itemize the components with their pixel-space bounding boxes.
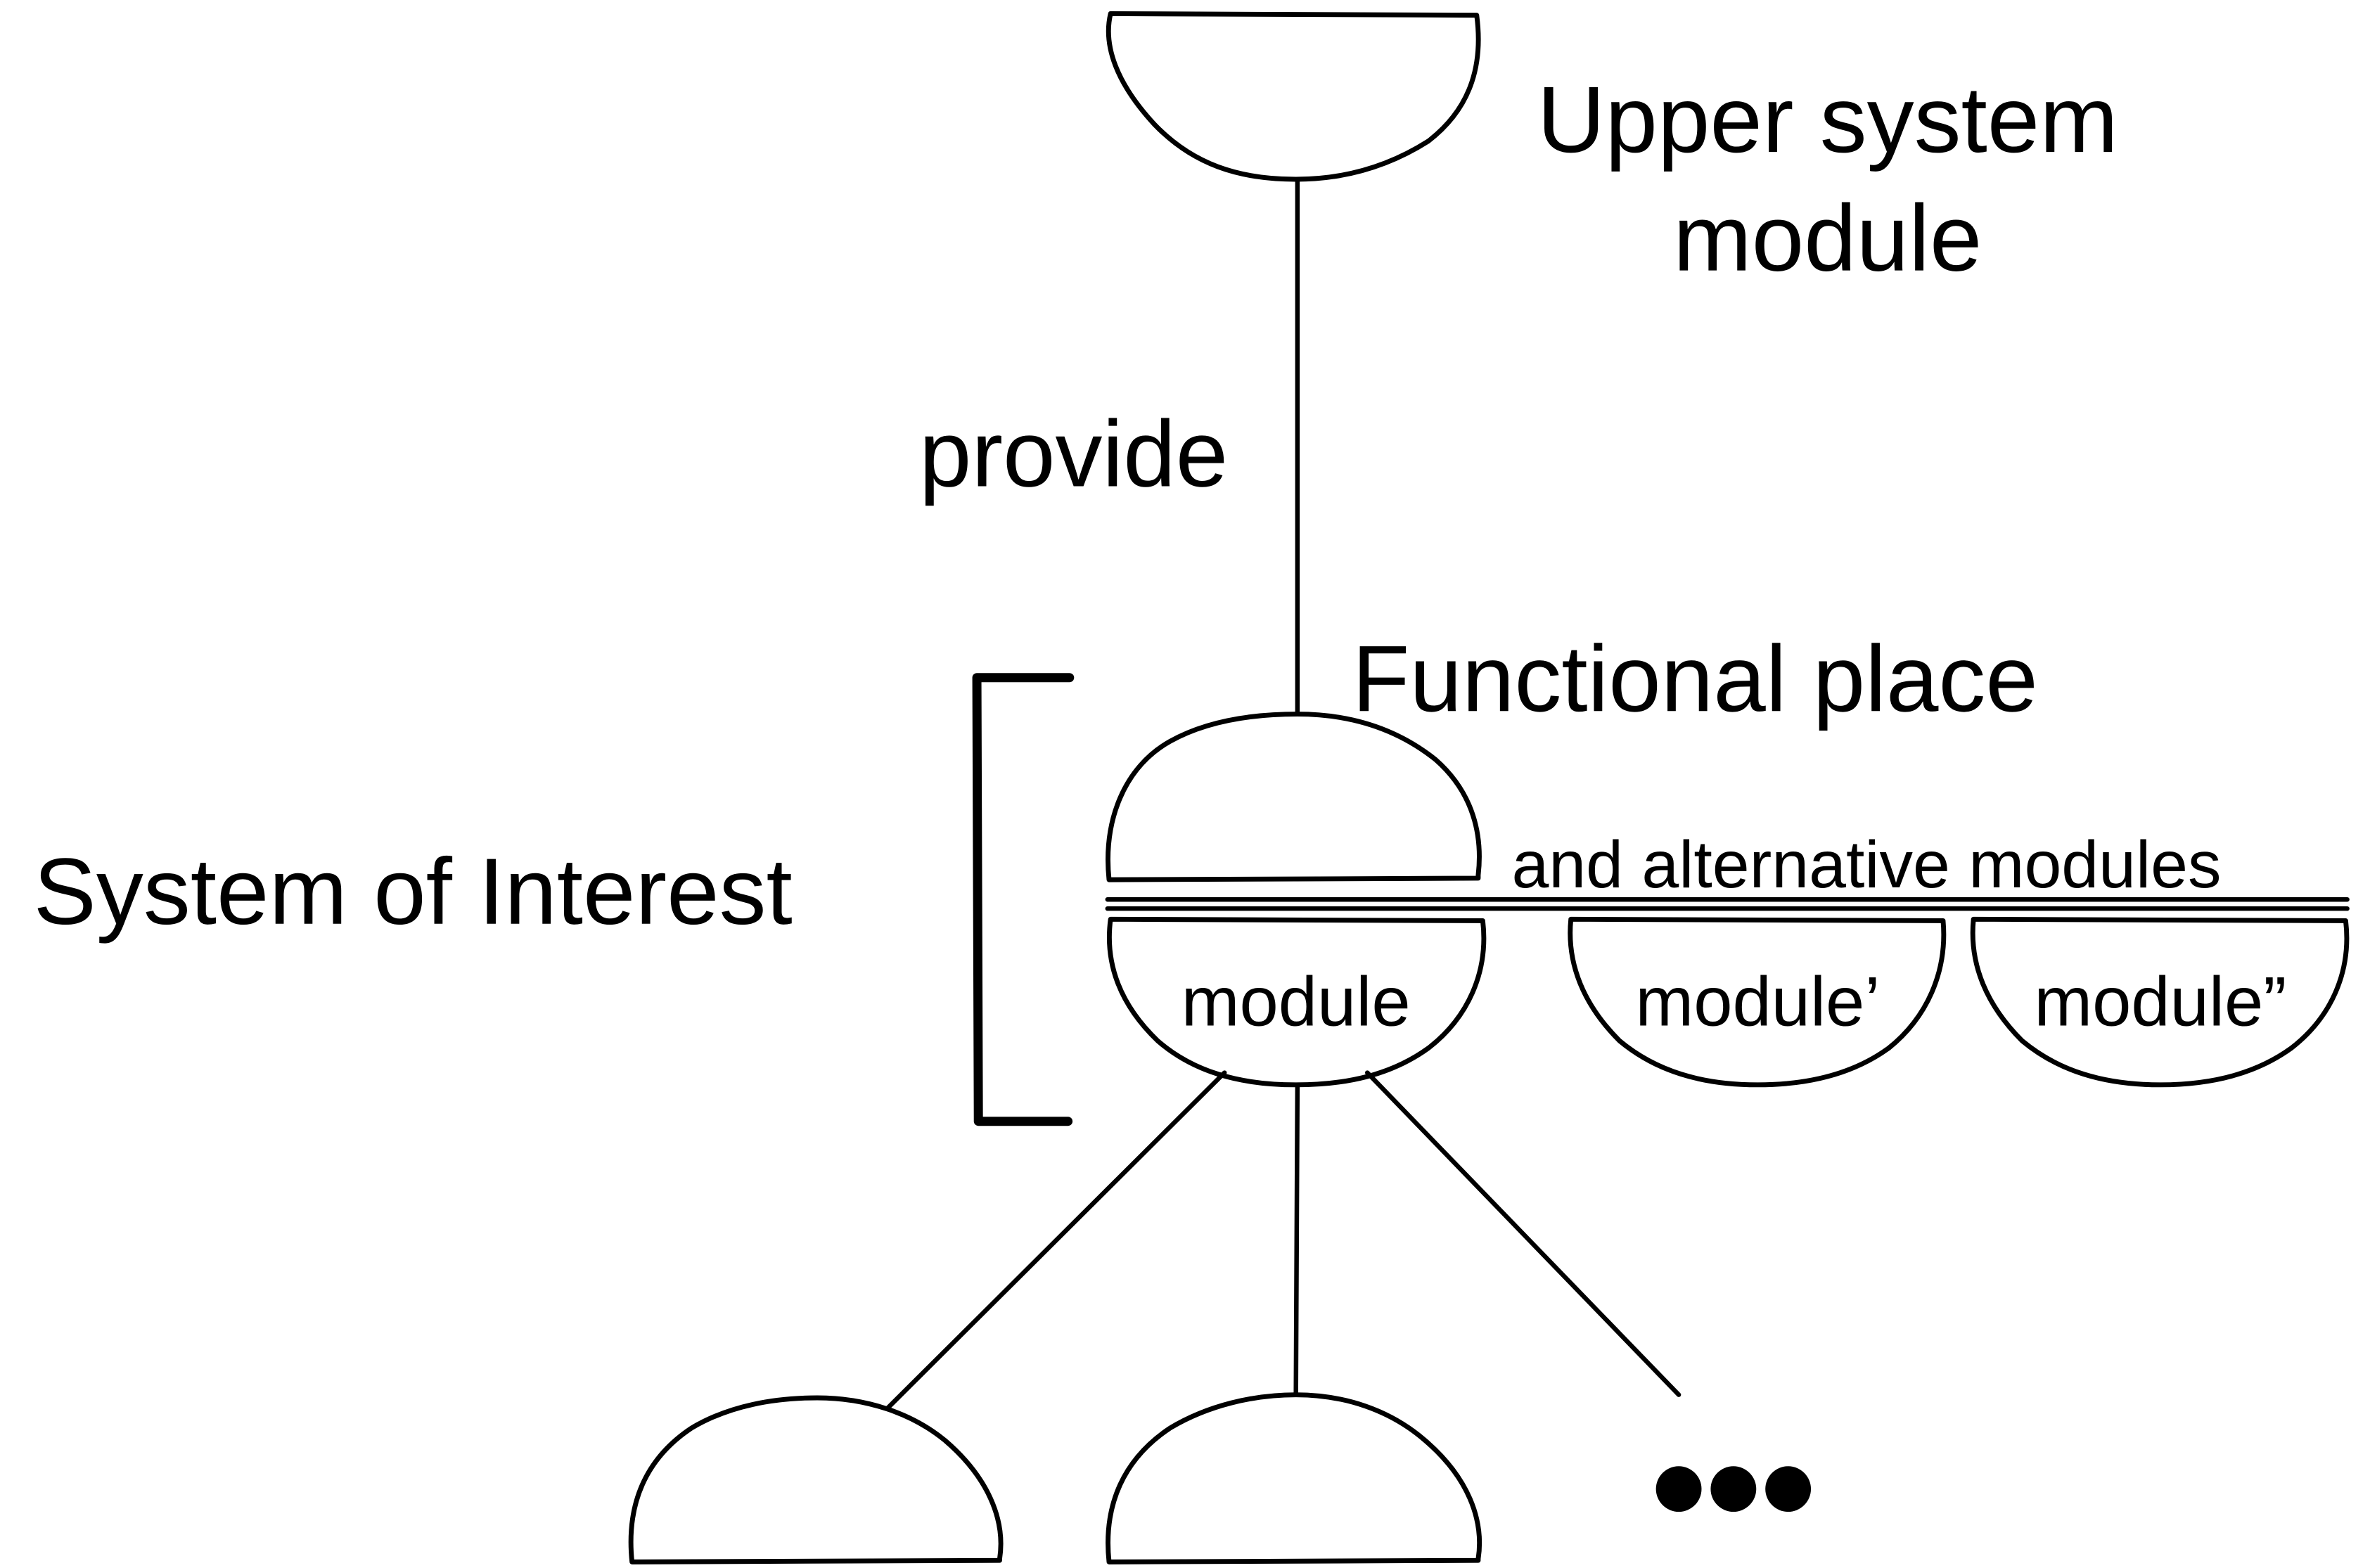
- system-of-interest-bracket: [972, 673, 1075, 1126]
- module-alt-2-label: module”: [2034, 963, 2286, 1041]
- ellipsis-dot: [1765, 1466, 1812, 1512]
- more-children-ellipsis: [1655, 1466, 1812, 1512]
- upper-module-label-line1: Upper system: [1537, 68, 2118, 172]
- upper-module-shape: [1106, 11, 1481, 182]
- functional-place-shape: [1106, 712, 1482, 882]
- child-connector-middle: [1293, 1082, 1300, 1397]
- module-alt-1-shape: [1568, 916, 1947, 1088]
- module-alt-2-shape: [1970, 916, 2350, 1088]
- child-module-middle: [1106, 1392, 1482, 1564]
- provide-label: provide: [919, 401, 1228, 506]
- ellipsis-dot: [1655, 1466, 1702, 1512]
- upper-module-label-line2: module: [1673, 186, 1982, 291]
- system-of-interest-label: System of Interest: [34, 840, 793, 944]
- child-connector-left: [883, 1070, 1227, 1413]
- ellipsis-dot: [1710, 1466, 1757, 1512]
- module-alternative-2: module”: [1970, 916, 2350, 1088]
- module-label: module: [1181, 963, 1411, 1041]
- module-alternative-1: module’: [1568, 916, 1947, 1088]
- module-alt-1-label: module’: [1635, 963, 1880, 1041]
- child-connector-right: [1364, 1070, 1682, 1397]
- functional-place-label: Functional place: [1352, 626, 2038, 731]
- module-current: module: [1106, 916, 1487, 1088]
- alternatives-label: and alternative modules: [1511, 828, 2221, 902]
- upper-system-module: [1106, 11, 1481, 182]
- child-module-left: [628, 1395, 1004, 1564]
